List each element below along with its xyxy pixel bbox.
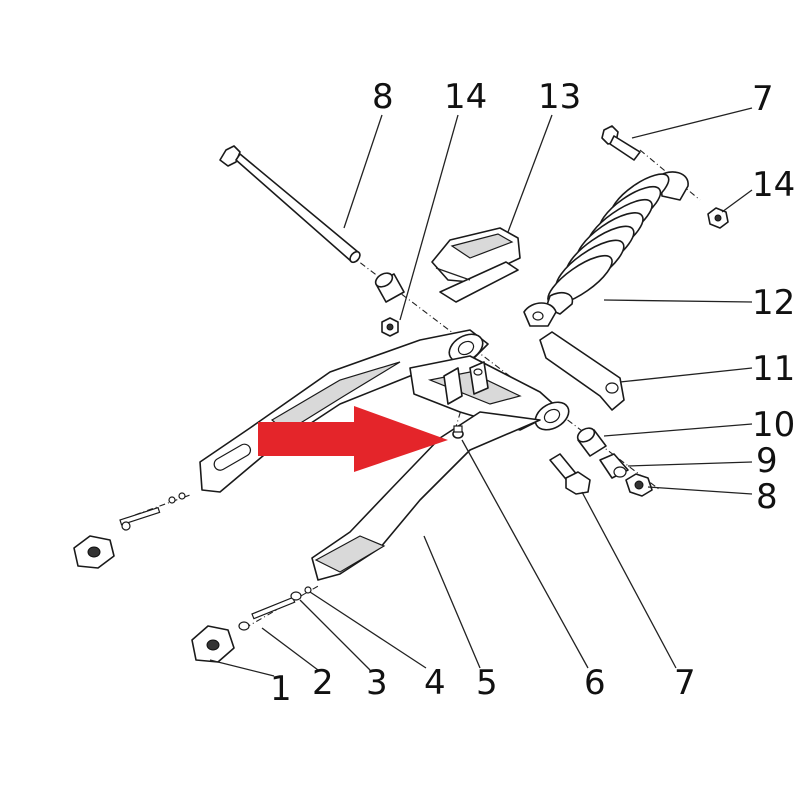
highlight-arrow — [258, 406, 448, 472]
spacer-part-9 — [599, 453, 629, 479]
washer-part-3 — [290, 591, 302, 601]
shock-absorber-part-12 — [523, 171, 689, 327]
callout-8-right: 8 — [756, 477, 778, 517]
callout-11: 11 — [752, 349, 795, 389]
callout-9: 9 — [756, 441, 778, 481]
nut-part-8-right — [625, 473, 653, 497]
swingarm-part-5 — [199, 329, 570, 581]
leader-lines — [209, 107, 753, 677]
nut-part-14-top — [381, 317, 399, 337]
bolt-part-7-bottom — [549, 453, 591, 495]
chain-adjuster-upper — [73, 492, 186, 569]
callout-10: 10 — [752, 405, 795, 445]
bushing-part-10 — [576, 427, 607, 457]
shock-bolt-part-7-top — [601, 125, 641, 161]
nut-part-4 — [304, 586, 312, 594]
grease-nipple-part-6 — [452, 425, 464, 439]
chain-slider-part-13 — [431, 227, 521, 303]
adjuster-bolt-part-2 — [238, 596, 296, 631]
nut-part-14-right — [707, 207, 729, 229]
shock-link-part-11 — [539, 331, 625, 411]
callout-13: 13 — [538, 77, 581, 117]
callout-5: 5 — [476, 663, 498, 703]
chain-adjuster-part-1 — [191, 625, 235, 663]
callout-7-top: 7 — [752, 79, 774, 119]
callout-8-top: 8 — [372, 77, 394, 117]
callout-14-right: 14 — [752, 165, 795, 205]
callout-labels: 8 14 13 7 14 12 11 10 9 8 1 2 3 4 5 6 7 — [270, 77, 795, 709]
callout-12: 12 — [752, 283, 795, 323]
callout-3: 3 — [366, 663, 388, 703]
callout-7-bottom: 7 — [674, 663, 696, 703]
pivot-bolt-part-8 — [219, 145, 361, 264]
callout-4: 4 — [424, 663, 446, 703]
bushing-part-14-top — [374, 272, 405, 303]
callout-2: 2 — [312, 663, 334, 703]
callout-1: 1 — [270, 669, 292, 709]
callout-6: 6 — [584, 663, 606, 703]
callout-14-top: 14 — [444, 77, 487, 117]
